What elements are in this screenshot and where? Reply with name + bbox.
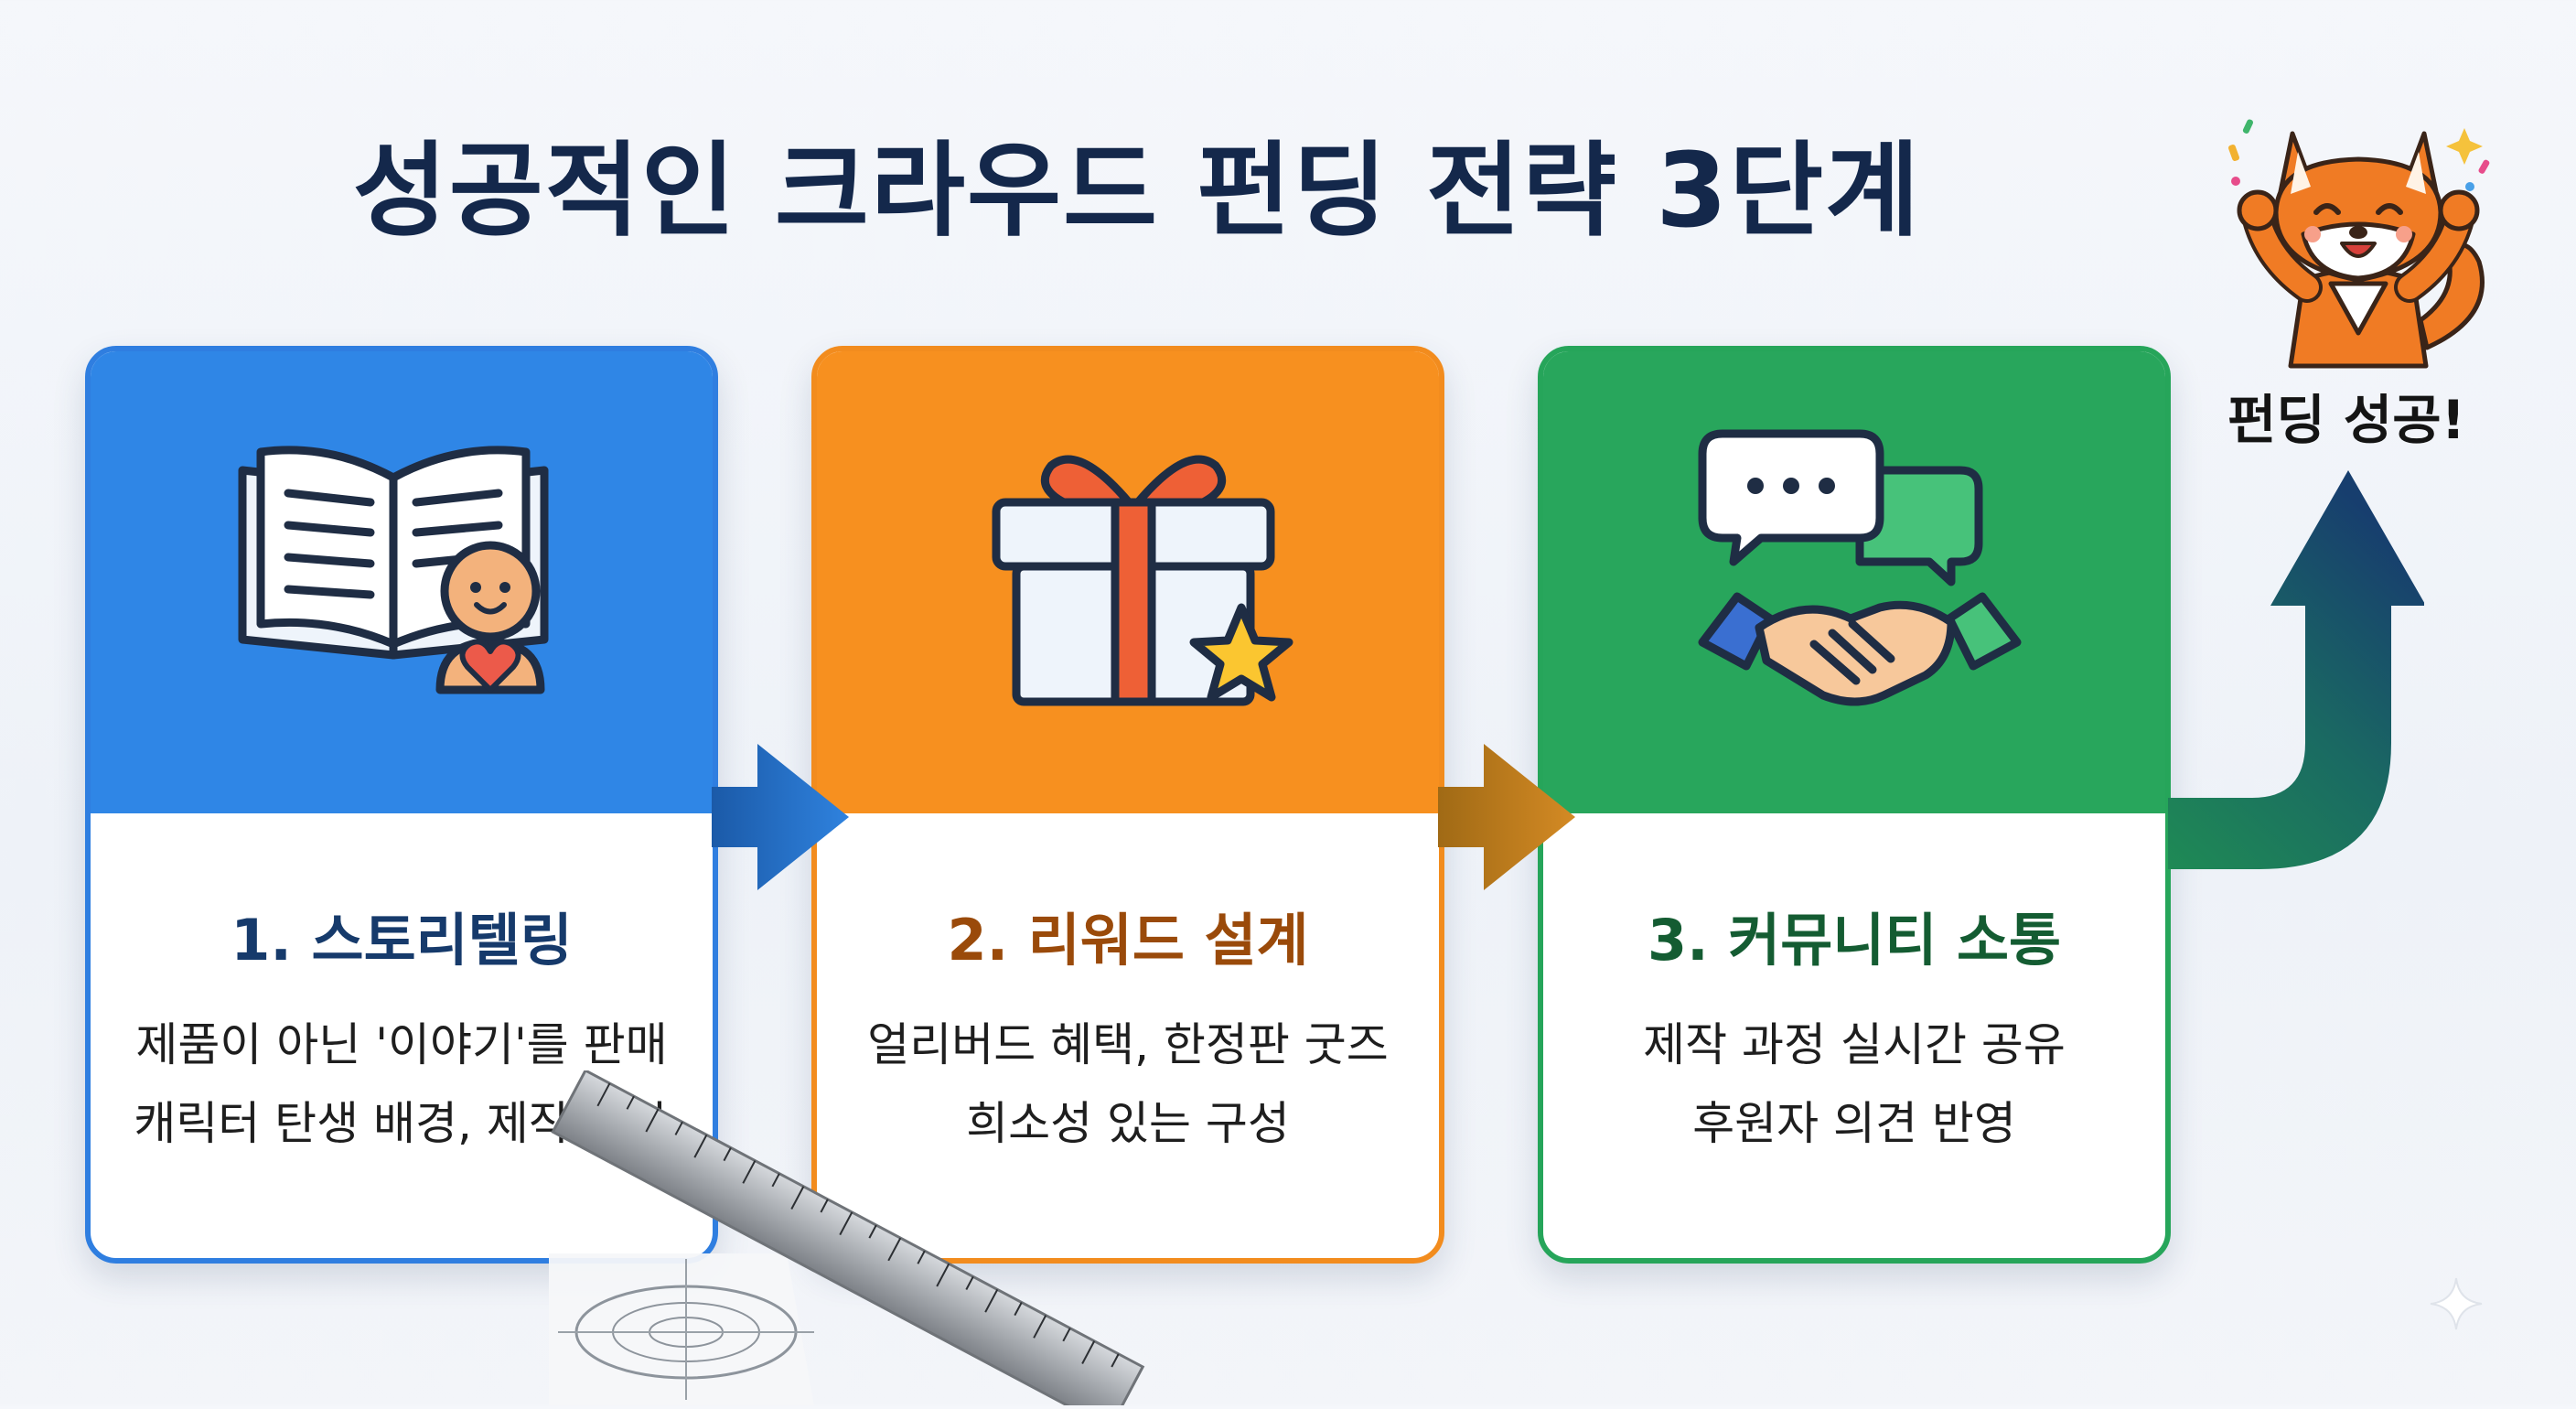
step-description-line: 얼리버드 혜택, 한정판 굿즈 <box>867 1018 1389 1071</box>
step-card-header <box>817 351 1439 813</box>
step-card-header <box>1543 351 2165 813</box>
step-description-line: 제작 과정 실시간 공유 <box>1643 1018 2066 1071</box>
ruler-sketch-decoration <box>549 1068 1153 1409</box>
step-description-line: 후원자 의견 반영 <box>1692 1097 2016 1150</box>
book-with-character-icon <box>238 446 549 694</box>
step-card-community: 3. 커뮤니티 소통 제작 과정 실시간 공유 후원자 의견 반영 <box>1538 346 2171 1264</box>
step-card-reward-design: 2. 리워드 설계 얼리버드 혜택, 한정판 굿즈 희소성 있는 구성 <box>811 346 1444 1264</box>
step-arrow-2-to-3 <box>1438 744 1575 890</box>
success-growth-arrow <box>2168 470 2424 869</box>
step-heading: 3. 커뮤니티 소통 <box>1647 907 2062 973</box>
step-card-storytelling: 1. 스토리텔링 제품이 아닌 '이야기'를 판매 캐릭터 탄생 배경, 제작 … <box>85 346 718 1264</box>
step-description-line: 제품이 아닌 '이야기'를 판매 <box>135 1018 668 1071</box>
gift-box-icon <box>992 455 1293 706</box>
step-arrow-1-to-2 <box>712 744 849 890</box>
step-description-line: 희소성 있는 구성 <box>966 1097 1290 1150</box>
success-label: 펀딩 성공! <box>2227 389 2466 451</box>
sparkle-icon <box>2430 1277 2483 1330</box>
chat-handshake-icon <box>1698 429 2022 706</box>
page-title: 성공적인 크라우드 펀딩 전략 3단계 <box>352 132 1922 251</box>
cheering-fox-icon <box>2228 119 2490 369</box>
step-card-header <box>91 351 713 813</box>
step-heading: 2. 리워드 설계 <box>947 907 1309 973</box>
step-heading: 1. 스토리텔링 <box>231 907 573 973</box>
